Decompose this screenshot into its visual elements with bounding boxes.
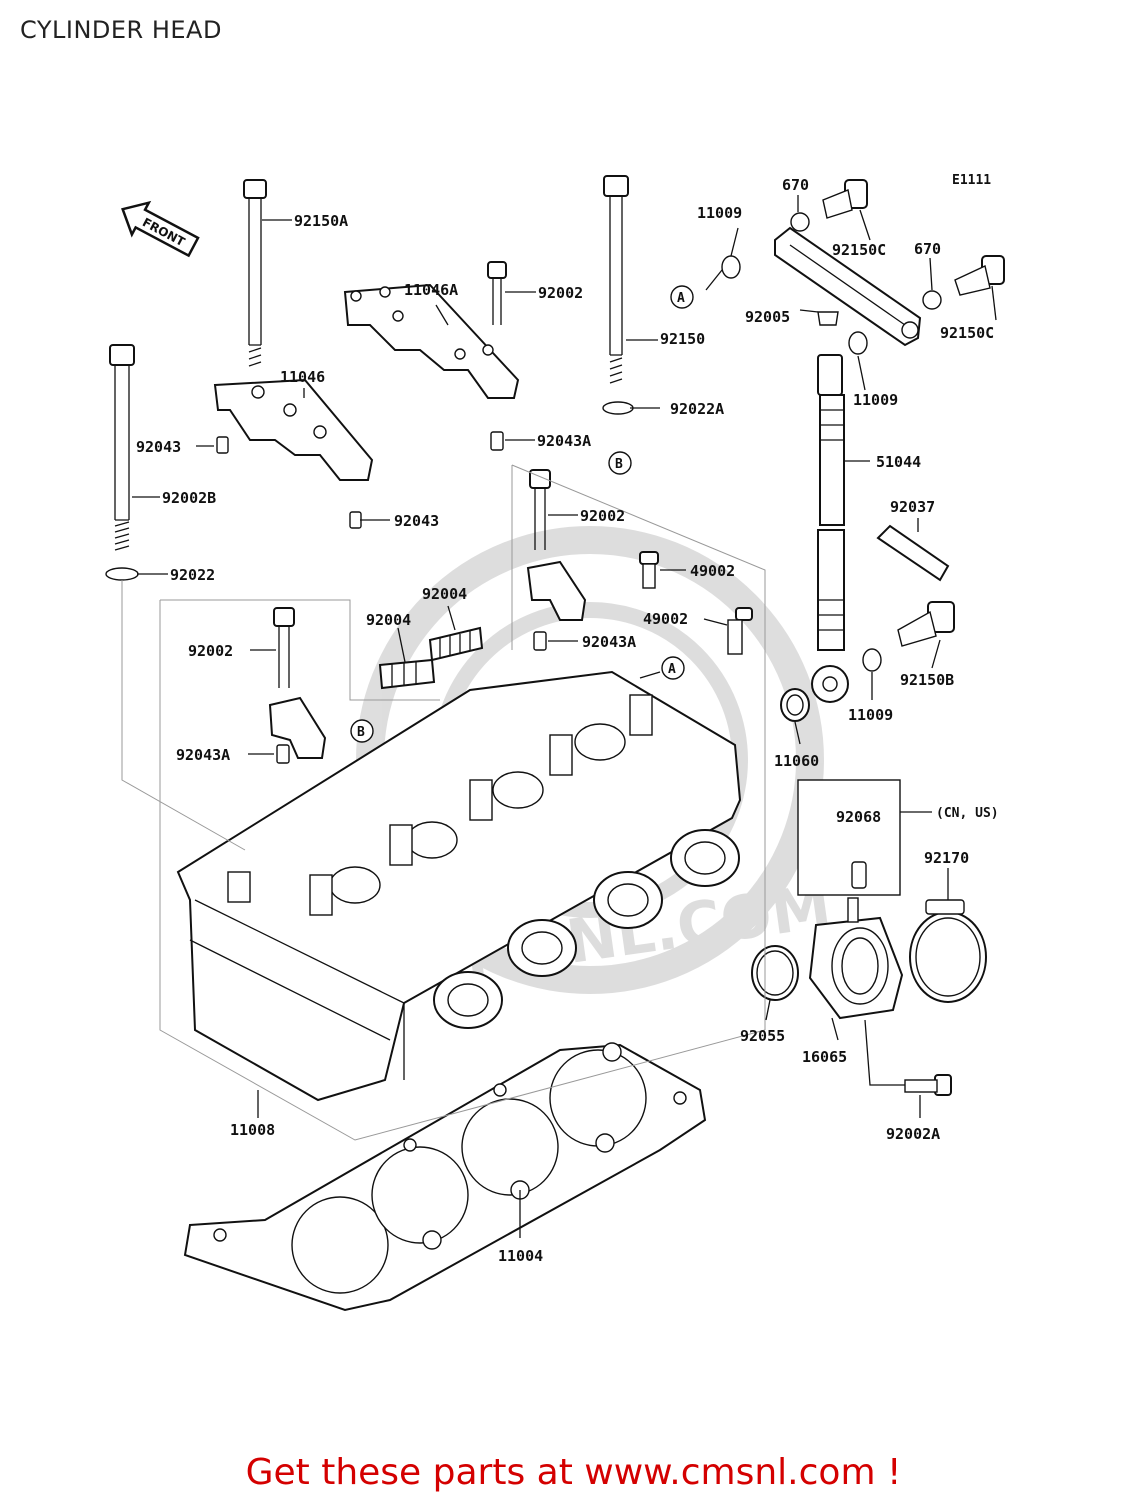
bolt-92150 [603, 175, 629, 384]
oring-670-a [790, 212, 810, 232]
washer-92022A [602, 401, 634, 415]
cam-cap-11046 [213, 378, 374, 481]
washer-11009-top [721, 255, 741, 279]
stud-92004-a [428, 626, 484, 662]
label-11046A: 11046A [404, 281, 458, 299]
label-11009-top: 11009 [697, 204, 742, 222]
washer-11009-low [862, 648, 882, 672]
label-92043A-mid: 92043A [582, 633, 636, 651]
ref-marker-b-head: B [350, 719, 374, 743]
pin-92037 [876, 524, 950, 582]
svg-text:A: A [668, 662, 676, 677]
label-92002-left: 92002 [188, 642, 233, 660]
label-92170: 92170 [924, 849, 969, 867]
label-92022A: 92022A [670, 400, 724, 418]
label-11060: 11060 [774, 752, 819, 770]
label-92002B: 92002B [162, 489, 216, 507]
washer-92022 [105, 567, 139, 581]
ref-marker-a-head: A [661, 656, 685, 680]
dowel-92043A-top [490, 431, 504, 451]
dowel-92043A-mid [533, 631, 547, 651]
label-92002-mid: 92002 [580, 507, 625, 525]
label-49002-a: 49002 [690, 562, 735, 580]
footer-link-text[interactable]: Get these parts at www.cmsnl.com ! [245, 1452, 902, 1493]
exploded-parts-diagram: CMSNL.COM E1111 FRONT [105, 173, 1005, 1312]
label-92043-a: 92043 [136, 438, 181, 456]
dowel-92043-b [349, 511, 362, 529]
fitting-49002-a [639, 551, 659, 589]
label-92043-b: 92043 [394, 512, 439, 530]
label-92002A: 92002A [886, 1125, 940, 1143]
label-92055: 92055 [740, 1027, 785, 1045]
washer-11009-mid [848, 331, 868, 355]
label-51044: 51044 [876, 453, 921, 471]
cam-cap-11046A [343, 283, 520, 399]
carb-holder-16065 [808, 897, 904, 1020]
label-92150C-b: 92150C [940, 324, 994, 342]
label-92004-a: 92004 [422, 585, 467, 603]
label-92068: 92068 [836, 808, 881, 826]
label-92150: 92150 [660, 330, 705, 348]
label-92005: 92005 [745, 308, 790, 326]
banjo-bolt-92150B [897, 601, 955, 647]
plug-11060 [780, 688, 810, 722]
part-labels: 92150A 11046A 92002 92150 11009 670 9215… [136, 176, 999, 1265]
label-11004: 11004 [498, 1247, 543, 1265]
label-92037: 92037 [890, 498, 935, 516]
dowel-92043-a [216, 436, 229, 454]
banjo-bolt-92150C-a [822, 179, 868, 219]
label-92004-b: 92004 [366, 611, 411, 629]
bolt-92002-top [487, 261, 507, 325]
label-92043A-top: 92043A [537, 432, 591, 450]
label-670-b: 670 [914, 240, 941, 258]
label-11009-low: 11009 [848, 706, 893, 724]
dowel-92043A-left [276, 744, 290, 764]
label-11009-mid: 11009 [853, 391, 898, 409]
label-92002-top: 92002 [538, 284, 583, 302]
svg-text:B: B [357, 725, 365, 740]
bolt-92002-left [273, 607, 295, 688]
label-11008: 11008 [230, 1121, 275, 1139]
oil-pipe-51044 [811, 354, 849, 703]
diagram-code: E1111 [952, 173, 991, 188]
svg-text:A: A [677, 291, 685, 306]
label-92043A-left: 92043A [176, 746, 230, 764]
head-gasket-11004 [183, 1042, 707, 1312]
label-92150A: 92150A [294, 212, 348, 230]
stud-92004-b [378, 658, 436, 690]
part-92068-box [797, 779, 901, 896]
cylinder-head-11008 [176, 670, 742, 1102]
label-92150B: 92150B [900, 671, 954, 689]
region-note: (CN, US) [936, 806, 999, 821]
bolt-92150A [243, 179, 267, 367]
oil-pipe-92005 [774, 226, 922, 347]
clamp-92170 [909, 899, 987, 1003]
cam-cap-small-mid [526, 560, 587, 621]
fitting-49002-b [727, 607, 753, 655]
oring-670-b [922, 290, 942, 310]
bolt-92002A [904, 1074, 952, 1096]
label-11046: 11046 [280, 368, 325, 386]
svg-text:B: B [615, 457, 623, 472]
bolt-92002B [109, 344, 135, 551]
ref-marker-b-top: B [608, 451, 632, 475]
grouping-lines [121, 464, 766, 1141]
page-title: CYLINDER HEAD [20, 16, 222, 44]
cam-cap-small-left [268, 696, 327, 759]
front-arrow-icon: FRONT [121, 200, 200, 258]
ref-marker-a-top: A [670, 285, 694, 309]
banjo-bolt-92150C-b [954, 255, 1005, 296]
label-92150C-a: 92150C [832, 241, 886, 259]
leader-lines [132, 195, 997, 1238]
label-670-a: 670 [782, 176, 809, 194]
label-92022: 92022 [170, 566, 215, 584]
label-16065: 16065 [802, 1048, 847, 1066]
label-49002-b: 49002 [643, 610, 688, 628]
